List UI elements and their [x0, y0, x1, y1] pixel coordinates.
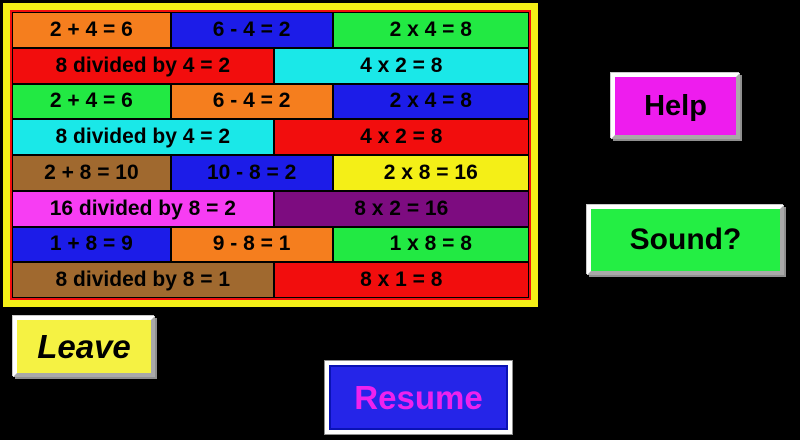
resume-button[interactable]: Resume: [325, 361, 512, 434]
board-row: 8 divided by 4 = 2 4 x 2 = 8: [12, 47, 529, 84]
board-row: 1 + 8 = 9 9 - 8 = 1 1 x 8 = 8: [12, 226, 529, 263]
board-row: 8 divided by 4 = 2 4 x 2 = 8: [12, 119, 529, 155]
equation-cell[interactable]: 2 + 4 = 6: [12, 83, 171, 120]
equation-cell[interactable]: 8 divided by 8 = 1: [12, 262, 274, 298]
equation-cell[interactable]: 2 + 4 = 6: [12, 12, 171, 48]
equation-board-inner: 2 + 4 = 6 6 - 4 = 2 2 x 4 = 8 8 divided …: [10, 10, 531, 300]
equation-cell[interactable]: 2 x 4 = 8: [332, 83, 529, 120]
equation-cell[interactable]: 8 x 2 = 16: [273, 190, 529, 227]
equation-board: 2 + 4 = 6 6 - 4 = 2 2 x 4 = 8 8 divided …: [3, 3, 538, 307]
equation-cell[interactable]: 2 x 8 = 16: [332, 155, 529, 191]
equation-cell[interactable]: 1 x 8 = 8: [332, 226, 529, 263]
equation-cell[interactable]: 6 - 4 = 2: [170, 12, 333, 48]
equation-cell[interactable]: 10 - 8 = 2: [170, 155, 333, 191]
equation-cell[interactable]: 2 x 4 = 8: [332, 12, 529, 48]
help-button[interactable]: Help: [611, 73, 740, 139]
resume-button-face[interactable]: Resume: [329, 365, 508, 430]
board-row: 8 divided by 8 = 1 8 x 1 = 8: [12, 262, 529, 298]
leave-button[interactable]: Leave: [13, 316, 155, 377]
equation-cell[interactable]: 6 - 4 = 2: [170, 83, 333, 120]
board-row: 2 + 4 = 6 6 - 4 = 2 2 x 4 = 8: [12, 83, 529, 120]
equation-cell[interactable]: 16 divided by 8 = 2: [12, 190, 274, 227]
equation-cell[interactable]: 2 + 8 = 10: [12, 155, 171, 191]
equation-cell[interactable]: 1 + 8 = 9: [12, 226, 171, 263]
sound-button[interactable]: Sound?: [587, 205, 784, 275]
equation-cell[interactable]: 8 x 1 = 8: [273, 262, 529, 298]
equation-cell[interactable]: 4 x 2 = 8: [273, 47, 529, 84]
board-row: 2 + 4 = 6 6 - 4 = 2 2 x 4 = 8: [12, 12, 529, 48]
equation-cell[interactable]: 4 x 2 = 8: [273, 119, 529, 155]
equation-cell[interactable]: 9 - 8 = 1: [170, 226, 333, 263]
equation-cell[interactable]: 8 divided by 4 = 2: [12, 47, 274, 84]
board-row: 2 + 8 = 10 10 - 8 = 2 2 x 8 = 16: [12, 155, 529, 191]
equation-cell[interactable]: 8 divided by 4 = 2: [12, 119, 274, 155]
board-row: 16 divided by 8 = 2 8 x 2 = 16: [12, 190, 529, 227]
